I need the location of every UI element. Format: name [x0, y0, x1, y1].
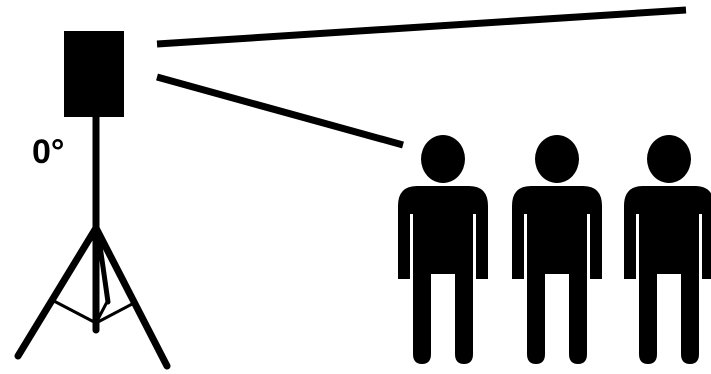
- angle-label: 0°: [32, 133, 65, 171]
- coverage-lines: [157, 10, 686, 145]
- person-silhouette-icon: [624, 135, 711, 364]
- person-silhouette-icon: [398, 135, 488, 364]
- stand-brace-left: [52, 300, 96, 323]
- person-silhouette-icon: [512, 135, 602, 364]
- coverage-line-lower: [157, 77, 403, 145]
- speaker-box-icon: [64, 31, 124, 117]
- audience: [398, 135, 711, 364]
- stand-leg-left: [18, 228, 96, 356]
- coverage-line-upper: [157, 10, 686, 44]
